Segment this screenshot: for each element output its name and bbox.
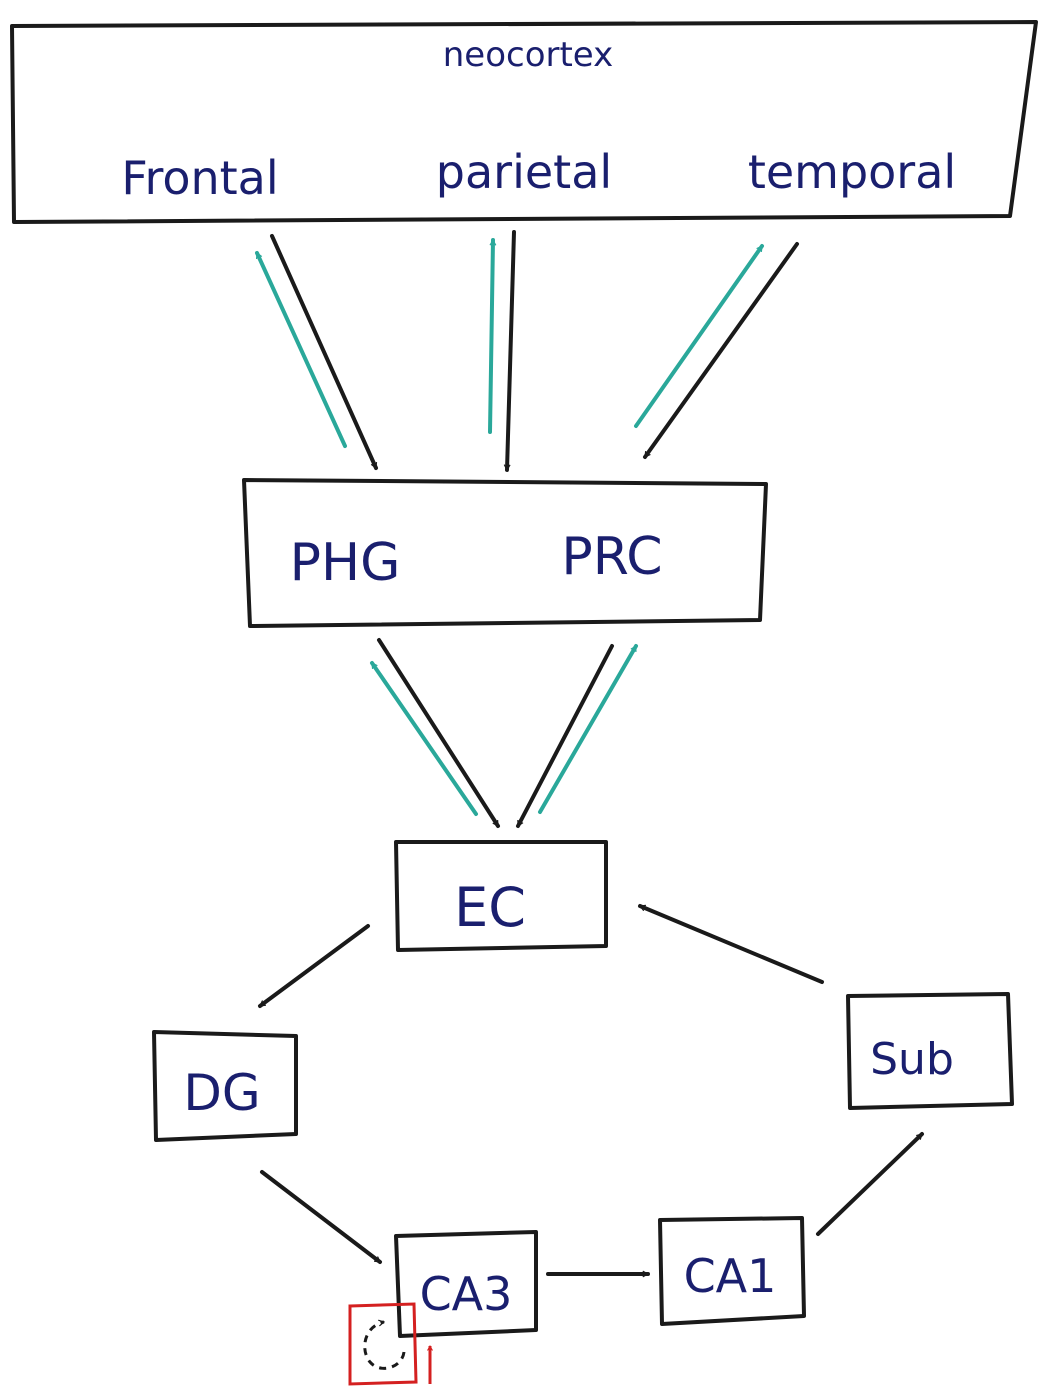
sub-label: Sub [870, 1034, 954, 1085]
dg-box: DG [152, 1030, 298, 1142]
arrow-sub-to-ec [638, 904, 824, 984]
parahippocampal-box: PHG PRC [242, 478, 768, 628]
neocortex-title: neocortex [443, 35, 614, 75]
region-parietal: parietal [436, 145, 612, 199]
arrow-temporal-to-prc [643, 242, 799, 459]
arrow-ec-to-prc [538, 644, 638, 814]
hippocampal-loop-connections [258, 904, 924, 1274]
ca1-box: CA1 [658, 1216, 806, 1326]
arrow-ec-to-dg [258, 924, 370, 1008]
region-frontal: Frontal [121, 151, 278, 205]
arrow-dg-to-ca3 [260, 1170, 382, 1264]
recurrent-highlight-box [348, 1302, 418, 1386]
arrow-phg-to-frontal [255, 251, 347, 448]
ec-label: EC [454, 876, 526, 939]
parahippocampal-ec-connections [370, 638, 638, 828]
phg-label: PHG [290, 533, 401, 593]
arrow-prc-to-temporal [634, 244, 764, 428]
recurrent-collateral-arrow [363, 1322, 406, 1370]
prc-label: PRC [561, 527, 662, 587]
arrow-phg-to-parietal [488, 238, 493, 434]
neocortex-box: neocortex Frontal parietal temporal [10, 20, 1038, 224]
arrow-ca1-to-sub [816, 1132, 924, 1236]
arrow-phg-to-ec [377, 638, 500, 828]
ca3-box: CA3 [394, 1230, 538, 1338]
ca3-recurrent-loop [348, 1302, 430, 1386]
arrow-parietal-to-phg [507, 230, 516, 472]
dg-label: DG [183, 1064, 260, 1122]
arrow-ec-to-phg [370, 661, 478, 816]
arrow-prc-to-ec [516, 644, 614, 828]
region-temporal: temporal [748, 145, 956, 199]
neocortex-parahippocampal-connections [255, 230, 799, 472]
arrow-frontal-to-phg [270, 234, 378, 470]
sub-box: Sub [846, 992, 1014, 1110]
ca1-label: CA1 [684, 1249, 777, 1303]
ec-box: EC [394, 840, 608, 952]
ca3-label: CA3 [420, 1267, 513, 1321]
